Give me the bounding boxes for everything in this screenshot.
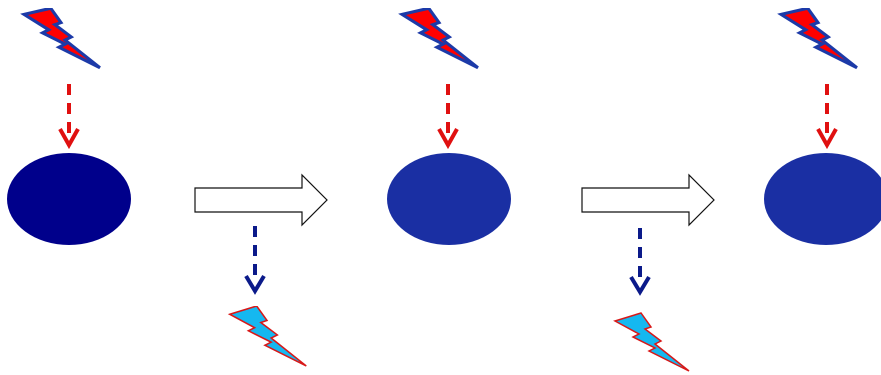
transition-block-arrow [194, 173, 328, 227]
incoming-arrowhead [58, 128, 80, 150]
incoming-arrowhead [437, 128, 459, 150]
emitted-lightning-bolt-icon [227, 306, 307, 367]
stage-3-group [764, 8, 881, 245]
transition-block-arrow [581, 173, 715, 227]
stage-2-ellipse [387, 153, 511, 245]
stage-3-ellipse [764, 153, 881, 245]
incoming-lightning-bolt-icon [777, 8, 858, 70]
incoming-lightning-bolt-icon [398, 8, 479, 70]
transition-1-group [194, 173, 328, 367]
incoming-lightning-bolt-icon [20, 8, 101, 70]
emitted-arrowhead [629, 275, 651, 296]
stage-1-group [7, 8, 131, 245]
stage-2-group [387, 8, 511, 245]
transition-2-group [581, 173, 715, 372]
emitted-lightning-bolt-icon [613, 312, 690, 372]
incoming-arrowhead [816, 128, 838, 150]
stage-1-ellipse [7, 153, 131, 245]
emitted-arrowhead [244, 274, 266, 295]
